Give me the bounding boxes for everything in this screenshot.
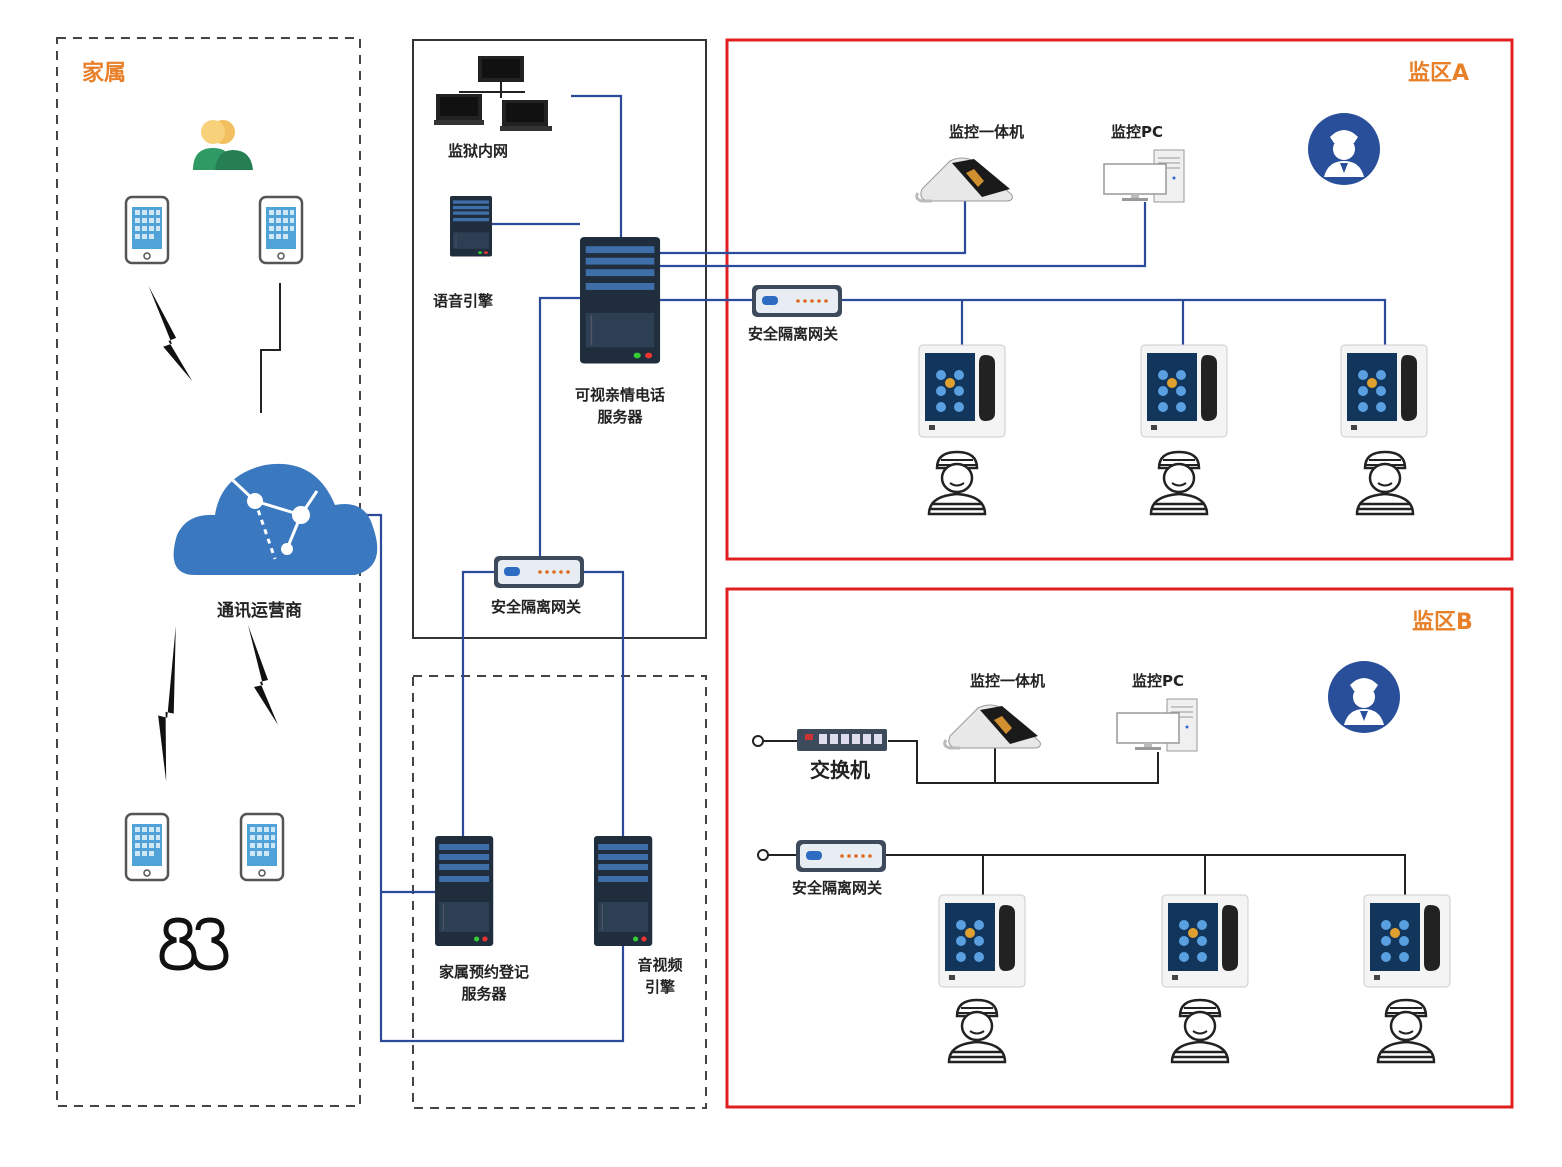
video-server-label-2: 服务器 xyxy=(597,408,643,426)
phone-icon xyxy=(239,812,285,882)
phone-icon xyxy=(124,195,170,265)
gateway-icon xyxy=(494,556,584,588)
a-monitor-unit-label: 监控一体机 xyxy=(949,123,1024,141)
inmate-icon xyxy=(947,998,1007,1064)
computer-network-icon xyxy=(434,56,552,131)
guard-icon xyxy=(1308,113,1380,185)
inmate-icon xyxy=(927,450,987,516)
a-gateway-label: 安全隔离网关 xyxy=(748,325,838,343)
server-icon xyxy=(449,195,493,257)
desktop-pc-icon xyxy=(1103,149,1185,203)
area-b-title: 监区B xyxy=(1412,609,1473,635)
av-engine-label-2: 引擎 xyxy=(645,978,675,996)
inmate-icon xyxy=(1170,998,1230,1064)
prison-intranet-label: 监狱内网 xyxy=(448,142,508,160)
terminal-icon xyxy=(938,894,1026,988)
connection-lines xyxy=(352,94,1387,1043)
inmate-icon xyxy=(1149,450,1209,516)
gateway-icon xyxy=(796,840,886,872)
server-icon xyxy=(593,835,653,947)
reg-server-label: 家属预约登记 xyxy=(439,963,529,981)
gateway-middle-label: 安全隔离网关 xyxy=(491,598,581,616)
phone-icon xyxy=(258,195,304,265)
black-links xyxy=(260,283,1406,895)
terminal-icon xyxy=(1140,344,1228,438)
reg-server-label-2: 服务器 xyxy=(461,985,507,1003)
family-zone-title: 家属 xyxy=(82,60,126,86)
video-server-label: 可视亲情电话 xyxy=(575,386,665,404)
deskphone-icon xyxy=(915,156,1014,203)
voice-engine-label: 语音引擎 xyxy=(433,292,493,310)
area-a-title: 监区A xyxy=(1408,60,1469,86)
server-icon xyxy=(434,835,494,947)
users-icon xyxy=(193,120,253,170)
av-engine-label: 音视频 xyxy=(637,956,682,974)
b-gateway-label: 安全隔离网关 xyxy=(792,879,882,897)
terminal-icon xyxy=(1161,894,1249,988)
a-monitor-pc-label: 监控PC xyxy=(1111,123,1163,141)
b-switch-label: 交换机 xyxy=(810,758,870,782)
deskphone-icon xyxy=(943,703,1042,750)
b-monitor-unit-label: 监控一体机 xyxy=(970,672,1045,690)
phone-icon xyxy=(124,812,170,882)
desktop-pc-icon xyxy=(1116,698,1198,752)
lightning-icon xyxy=(148,282,193,386)
inmate-icon xyxy=(1376,998,1436,1064)
switch-icon xyxy=(797,729,887,751)
guard-icon xyxy=(1328,661,1400,733)
lightning-icon xyxy=(248,625,278,725)
b-monitor-pc-label: 监控PC xyxy=(1132,672,1184,690)
gateway-icon xyxy=(752,285,842,317)
terminal-icon xyxy=(918,344,1006,438)
cloud-icon xyxy=(173,463,378,575)
prison-core-box xyxy=(412,39,707,639)
wechat-mini-icon xyxy=(159,917,229,971)
area-b-box xyxy=(725,587,1514,1109)
terminal-icon xyxy=(1363,894,1451,988)
inmate-icon xyxy=(1355,450,1415,516)
operator-label: 通讯运营商 xyxy=(217,600,302,621)
lightning-icon xyxy=(138,625,204,782)
terminal-icon xyxy=(1340,344,1428,438)
server-icon xyxy=(579,236,661,365)
